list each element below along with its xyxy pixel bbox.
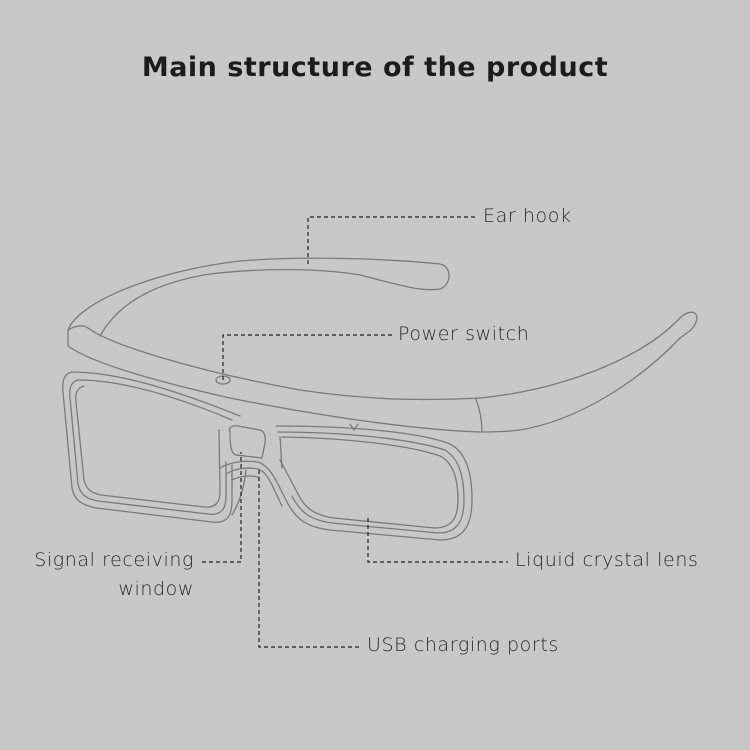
glasses-outline	[62, 257, 698, 541]
lens-leader	[367, 518, 508, 563]
signal-window-outline	[228, 425, 266, 459]
label-signal-window-line2: window	[118, 578, 194, 600]
page-title: Main structure of the product	[141, 52, 609, 83]
label-power-switch: Power switch	[398, 323, 530, 345]
label-signal-window-line1: Signal receiving	[34, 549, 194, 571]
ear-hook-leader	[307, 216, 476, 264]
signal-window-leader	[202, 452, 242, 563]
power-switch-leader	[222, 334, 392, 380]
ear-hook-far	[67, 257, 450, 337]
label-ear-hook: Ear hook	[483, 205, 572, 227]
label-usb-charging-ports: USB charging ports	[367, 634, 559, 656]
leader-lines	[202, 216, 508, 648]
usb-leader	[258, 470, 360, 648]
label-liquid-crystal-lens: Liquid crystal lens	[515, 549, 699, 571]
